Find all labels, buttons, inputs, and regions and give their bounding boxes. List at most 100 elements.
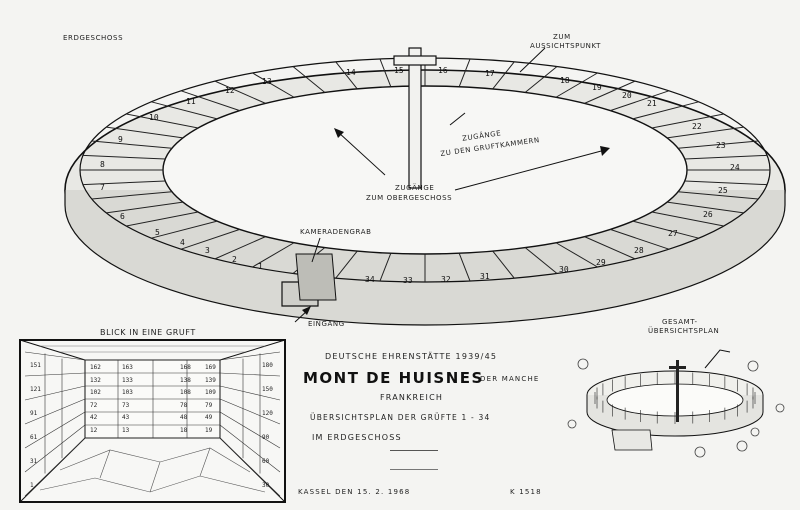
crypt-divider [458, 58, 471, 87]
title-line3: ÜBERSICHTSPLAN DER GRÜFTE 1 - 34 [310, 413, 491, 422]
crypt-divider [180, 228, 240, 250]
crypt-divider [458, 253, 471, 282]
crypt-number-25: 25 [718, 186, 728, 195]
crypt-number-23: 23 [716, 141, 726, 150]
crypt-number-20: 20 [622, 91, 632, 100]
niche-number: 78 [180, 401, 188, 409]
crypt-divider [684, 180, 768, 186]
crypt-divider [292, 66, 326, 93]
arrow-upper-left-head [334, 128, 344, 138]
niche-number: 61 [30, 434, 38, 441]
label-viewpoint-1: ZUM [553, 33, 571, 41]
crypt-divider [492, 250, 515, 279]
crypt-walls [80, 58, 770, 282]
crypt-floor [39, 447, 266, 493]
crypt-divider [82, 180, 166, 186]
crypt-number-30: 30 [559, 265, 569, 274]
crypt-divider [678, 140, 759, 149]
label-overview-2: ÜBERSICHTSPLAN [648, 327, 720, 335]
niche-number: 90 [262, 434, 270, 441]
niche-number: 162 [90, 364, 101, 371]
overview-posts [594, 372, 756, 424]
crypt-divider [555, 72, 598, 98]
overview-entrance [611, 429, 653, 451]
crypt-number-1: 1 [258, 262, 263, 271]
niche-number: 43 [122, 414, 130, 421]
crypt-grid [24, 351, 281, 497]
crypt-number-31: 31 [480, 272, 490, 281]
label-ground-floor: ERDGESCHOSS [63, 34, 124, 42]
crypt-number-29: 29 [596, 258, 606, 267]
crypt-number-17: 17 [485, 69, 495, 78]
crypt-divider [524, 66, 558, 93]
niche-number: 163 [122, 364, 133, 371]
title-region: DER MANCHE [480, 375, 540, 383]
niche-number: 13 [122, 426, 130, 434]
crypt-divider [214, 236, 266, 260]
crypt-number-14: 14 [346, 68, 356, 77]
arrow-upper-right [454, 149, 606, 191]
crypt-ceiling [40, 345, 265, 353]
crypt-divider [678, 191, 759, 200]
crypt-divider [632, 220, 699, 239]
overview-cross-arm [669, 366, 686, 369]
crypt-divider [106, 126, 184, 139]
niche-number: 168 [180, 364, 191, 371]
overview-ring-inner [606, 383, 744, 417]
crypt-number-21: 21 [647, 99, 657, 108]
crypt-divider [651, 211, 724, 227]
label-comrade-grave: KAMERADENGRAB [300, 228, 372, 236]
crypt-divider [632, 101, 699, 120]
crypt-number-28: 28 [634, 246, 644, 255]
label-upper-1: ZUGÄNGE [395, 184, 435, 192]
crypt-number-15: 15 [394, 66, 404, 75]
niche-number: 48 [180, 414, 188, 421]
crypt-divider [684, 154, 768, 160]
arrow-entrance-head [302, 306, 311, 315]
niche-number: 60 [262, 458, 270, 465]
crypt-divider [379, 58, 392, 87]
crypt-number-33: 33 [403, 276, 413, 285]
niche-number: 91 [30, 410, 38, 417]
niche-number: 102 [90, 389, 101, 396]
central-cross-post [408, 47, 422, 189]
crypt-divider [524, 247, 558, 274]
arrow-crypt-access [449, 112, 466, 126]
niche-number: 139 [205, 376, 216, 384]
crypt-divider [126, 211, 199, 227]
niche-number: 151 [30, 362, 41, 369]
title-country: FRANKREICH [380, 393, 444, 402]
niche-number: 138 [180, 376, 191, 384]
niche-number: 49 [205, 414, 213, 421]
crypt-divider [335, 61, 358, 90]
arrow-upper-left [337, 131, 386, 176]
crypt-number-16: 16 [438, 66, 448, 75]
crypt-divider [651, 113, 724, 129]
label-entrance: EINGANG [308, 320, 345, 328]
crypt-divider [106, 201, 184, 214]
niche-number: 42 [90, 414, 98, 421]
crypt-divider [666, 126, 744, 139]
niche-number: 30 [262, 482, 270, 489]
crypt-number-32: 32 [441, 275, 451, 284]
niche-number: 108 [180, 389, 191, 396]
crypt-divider [492, 61, 515, 90]
crypt-number-5: 5 [155, 228, 160, 237]
niche-number: 31 [30, 458, 38, 465]
niche-number: 132 [90, 376, 101, 384]
crypt-divider [555, 242, 598, 268]
overview-stair [704, 349, 731, 369]
crypt-number-26: 26 [703, 210, 713, 219]
crypt-number-2: 2 [232, 255, 237, 264]
crypt-divider [335, 250, 358, 279]
title-place-date: KASSEL DEN 15. 2. 1968 [298, 488, 411, 496]
title-line4: IM ERDGESCHOSS [312, 433, 402, 442]
title-sheet-no: K 1518 [510, 488, 542, 496]
crypt-number-6: 6 [120, 212, 125, 221]
label-crypt-view: BLICK IN EINE GRUFT [100, 328, 196, 337]
crypt-divider [379, 253, 392, 282]
crypt-number-34: 34 [365, 275, 375, 284]
